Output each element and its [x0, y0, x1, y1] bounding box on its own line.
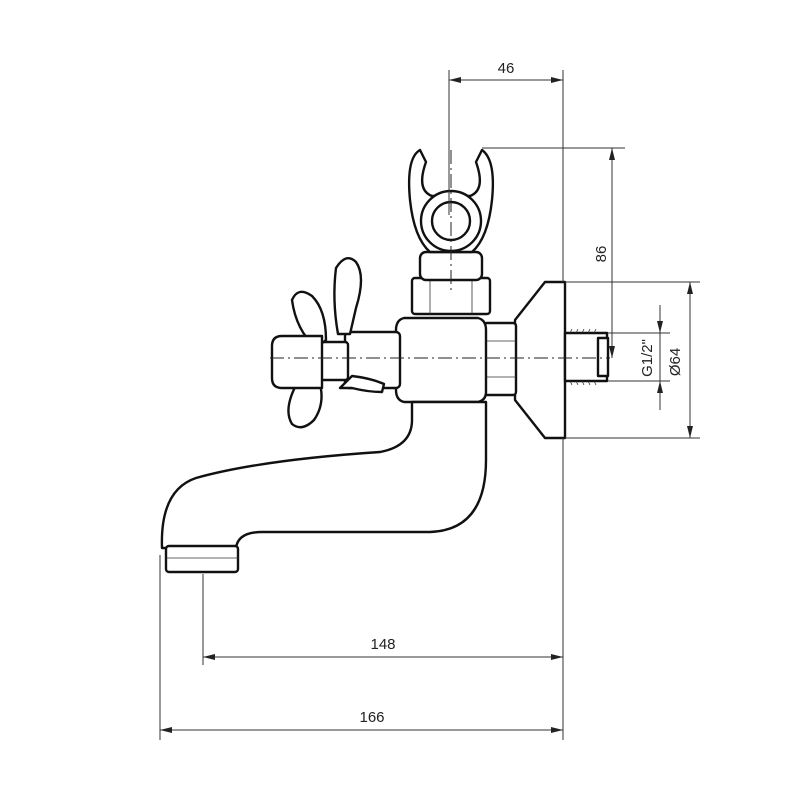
faucet-body	[160, 148, 610, 574]
dim-label-166: 166	[359, 709, 384, 726]
valve-body	[394, 316, 488, 404]
center-lines	[270, 150, 610, 359]
dim-label-46: 46	[498, 60, 515, 77]
dimension-spout-reach: 148	[202, 438, 564, 740]
thread-marks	[569, 328, 597, 386]
spout-outlet	[164, 544, 240, 574]
dimension-height: 86	[482, 147, 625, 358]
dim-label-thread: G1/2"	[639, 339, 656, 377]
dimension-flange: Ø64	[565, 281, 700, 439]
dimension-overall-width: 166	[159, 555, 563, 740]
dim-label-86: 86	[593, 246, 610, 263]
handle-arm-top	[290, 290, 328, 350]
dimension-top-width: 46	[448, 60, 564, 282]
handle-arm-top-back	[333, 256, 363, 336]
body-nut	[482, 321, 518, 397]
dimension-thread: G1/2"	[608, 305, 670, 410]
wall-flange	[513, 280, 567, 440]
handle-cap	[270, 334, 324, 390]
spout	[160, 400, 488, 550]
connector-end	[596, 336, 610, 378]
dim-label-64: Ø64	[667, 348, 684, 376]
dim-label-148: 148	[370, 636, 395, 653]
handle-arm-top-back-lower	[338, 374, 386, 394]
